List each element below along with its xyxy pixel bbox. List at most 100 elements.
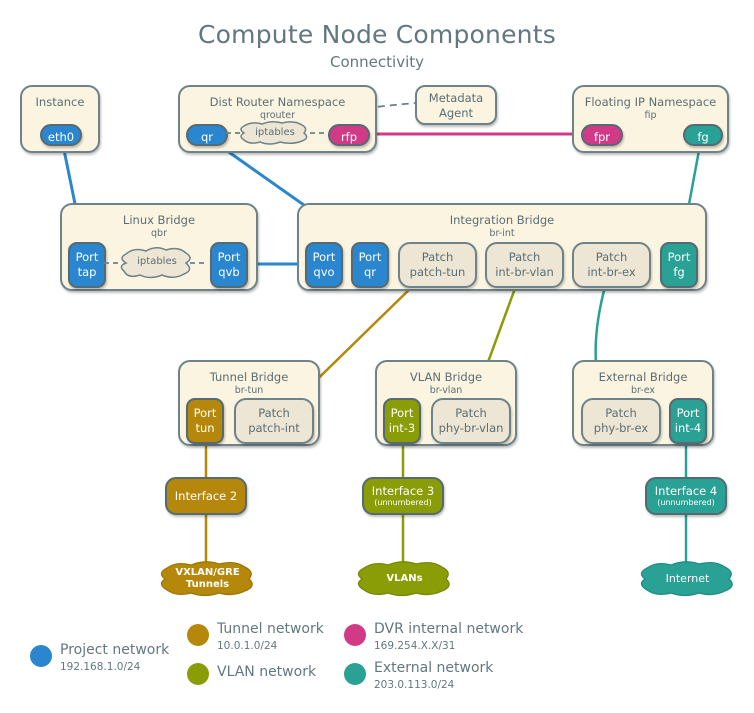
router-iptables-cloud bbox=[226, 120, 326, 145]
cloud-internet bbox=[640, 561, 733, 597]
floating-ip-namespace-box: Floating IP Namespace fip fpr fg bbox=[572, 85, 729, 153]
linux-bridge-iptables-cloud bbox=[104, 247, 208, 279]
port-tap-name: tap bbox=[77, 265, 97, 279]
external-bridge-sub: br-ex bbox=[630, 385, 656, 396]
integration-bridge-sub: br-int bbox=[489, 228, 515, 239]
linux-bridge-name: Linux Bridge bbox=[122, 213, 196, 227]
patch-tun-type: Patch bbox=[421, 250, 454, 264]
phy-br-ex-name: phy-br-ex bbox=[593, 421, 649, 435]
tunnel-bridge-box: Tunnel Bridge br-tun Port tun Patch patc… bbox=[178, 360, 320, 446]
port-qvb-name: qvb bbox=[218, 265, 240, 279]
metadata-agent-line2: Agent bbox=[438, 106, 474, 120]
legend-dot-tunnel bbox=[187, 624, 209, 646]
port-qr-int-type: Port bbox=[358, 250, 382, 264]
legend-dot-dvr bbox=[344, 624, 366, 646]
cloud-tunnels bbox=[160, 561, 253, 597]
interface-2[interactable]: Interface 2 bbox=[165, 477, 247, 515]
int-br-ex-type: Patch bbox=[595, 250, 628, 264]
port-eth0[interactable]: eth0 bbox=[40, 124, 82, 146]
interface-3-name: Interface 3 bbox=[371, 484, 435, 498]
patch-int-br-vlan[interactable]: Patch int-br-vlan bbox=[485, 242, 564, 288]
tunnel-bridge-sub: br-tun bbox=[234, 385, 264, 396]
interface-3[interactable]: Interface 3 (unnumbered) bbox=[362, 477, 444, 515]
port-int-3[interactable]: Port int-3 bbox=[383, 398, 421, 444]
patch-int-br-ex[interactable]: Patch int-br-ex bbox=[572, 242, 651, 288]
patch-phy-br-vlan[interactable]: Patch phy-br-vlan bbox=[431, 398, 511, 444]
patch-int-type: Patch bbox=[258, 406, 290, 420]
port-tun-name: tun bbox=[195, 421, 215, 435]
linux-bridge-iptables-label: iptables bbox=[137, 256, 177, 267]
cloud-internet-label: Internet bbox=[665, 572, 710, 585]
port-tap[interactable]: Port tap bbox=[68, 242, 106, 288]
port-qvo-type: Port bbox=[312, 250, 336, 264]
cloud-tunnels-line2: Tunnels bbox=[185, 579, 230, 590]
port-fg-fip[interactable]: fg bbox=[683, 124, 723, 146]
port-rfp[interactable]: rfp bbox=[328, 124, 370, 146]
cloud-vlans bbox=[357, 561, 450, 597]
patch-patch-tun[interactable]: Patch patch-tun bbox=[398, 242, 477, 288]
legend-label-project: Project network bbox=[60, 642, 170, 658]
port-tun-type: Port bbox=[193, 406, 217, 420]
external-bridge-box: External Bridge br-ex Patch phy-br-ex Po… bbox=[572, 360, 714, 446]
floating-ip-name: Floating IP Namespace bbox=[584, 95, 717, 109]
diagram-subtitle: Connectivity bbox=[330, 53, 424, 71]
port-int-3-name: int-3 bbox=[388, 421, 416, 435]
interface-4-note: (unnumbered) bbox=[657, 498, 715, 507]
vlan-bridge-name: VLAN Bridge bbox=[409, 370, 483, 384]
legend-label-external: External network bbox=[374, 660, 494, 676]
instance-name: Instance bbox=[35, 95, 85, 109]
port-fpr[interactable]: fpr bbox=[581, 124, 623, 146]
port-fg-int[interactable]: Port fg bbox=[660, 242, 698, 288]
interface-4[interactable]: Interface 4 (unnumbered) bbox=[645, 477, 727, 515]
patch-phy-br-ex[interactable]: Patch phy-br-ex bbox=[581, 398, 661, 444]
tunnel-bridge-name: Tunnel Bridge bbox=[209, 370, 289, 384]
vlan-bridge-sub: br-vlan bbox=[429, 385, 463, 396]
interface-2-name: Interface 2 bbox=[174, 489, 238, 503]
port-qvo-name: qvo bbox=[313, 265, 335, 279]
int-br-vlan-name: int-br-vlan bbox=[495, 265, 554, 279]
port-qvb[interactable]: Port qvb bbox=[210, 242, 248, 288]
port-int-4[interactable]: Port int-4 bbox=[669, 398, 707, 444]
patch-tun-name: patch-tun bbox=[409, 265, 466, 279]
metadata-agent-line1: Metadata bbox=[428, 91, 484, 105]
legend-dot-project bbox=[30, 645, 52, 667]
port-qvo[interactable]: Port qvo bbox=[305, 242, 343, 288]
floating-ip-sub: fip bbox=[644, 110, 657, 121]
phy-br-ex-type: Patch bbox=[605, 406, 637, 420]
cloud-tunnels-label: VXLAN/GRE Tunnels bbox=[160, 567, 255, 591]
cloud-tunnels-line1: VXLAN/GRE bbox=[175, 567, 240, 578]
patch-int-name: patch-int bbox=[248, 421, 300, 435]
diagram-title: Compute Node Components bbox=[198, 20, 556, 49]
interface-4-name: Interface 4 bbox=[654, 484, 718, 498]
cloud-vlans-label: VLANs bbox=[386, 573, 423, 584]
port-int-3-type: Port bbox=[390, 406, 414, 420]
port-fg-int-name: fg bbox=[673, 265, 685, 279]
port-qvb-type: Port bbox=[217, 250, 241, 264]
integration-bridge-box: Integration Bridge br-int Port qvo Port … bbox=[297, 203, 707, 291]
port-int-4-name: int-4 bbox=[674, 421, 702, 435]
instance-box: Instance eth0 bbox=[20, 85, 100, 153]
legend-label-vlan: VLAN network bbox=[217, 664, 317, 680]
port-tun[interactable]: Port tun bbox=[186, 398, 224, 444]
legend-label-dvr: DVR internal network bbox=[374, 621, 524, 637]
port-fg-int-type: Port bbox=[667, 250, 691, 264]
legend-dot-vlan bbox=[187, 663, 209, 685]
patch-patch-int[interactable]: Patch patch-int bbox=[234, 398, 314, 444]
legend-sub-tunnel: 10.0.1.0/24 bbox=[217, 640, 278, 652]
port-int-4-type: Port bbox=[676, 406, 700, 420]
legend-label-tunnel: Tunnel network bbox=[217, 621, 324, 637]
int-br-vlan-type: Patch bbox=[508, 250, 541, 264]
int-br-ex-name: int-br-ex bbox=[587, 265, 636, 279]
linux-bridge-sub: qbr bbox=[151, 228, 167, 239]
metadata-agent-box: Metadata Agent bbox=[415, 85, 497, 125]
port-qr-int[interactable]: Port qr bbox=[351, 242, 389, 288]
dist-router-name: Dist Router Namespace bbox=[209, 95, 346, 109]
external-bridge-name: External Bridge bbox=[598, 370, 688, 384]
legend-sub-external: 203.0.113.0/24 bbox=[374, 679, 455, 691]
port-qr-int-name: qr bbox=[363, 265, 377, 279]
vlan-bridge-box: VLAN Bridge br-vlan Port int-3 Patch phy… bbox=[375, 360, 517, 446]
interface-3-note: (unnumbered) bbox=[374, 498, 432, 507]
port-qr-router[interactable]: qr bbox=[186, 124, 228, 146]
phy-br-vlan-name: phy-br-vlan bbox=[438, 421, 504, 435]
legend-sub-dvr: 169.254.X.X/31 bbox=[374, 640, 456, 652]
